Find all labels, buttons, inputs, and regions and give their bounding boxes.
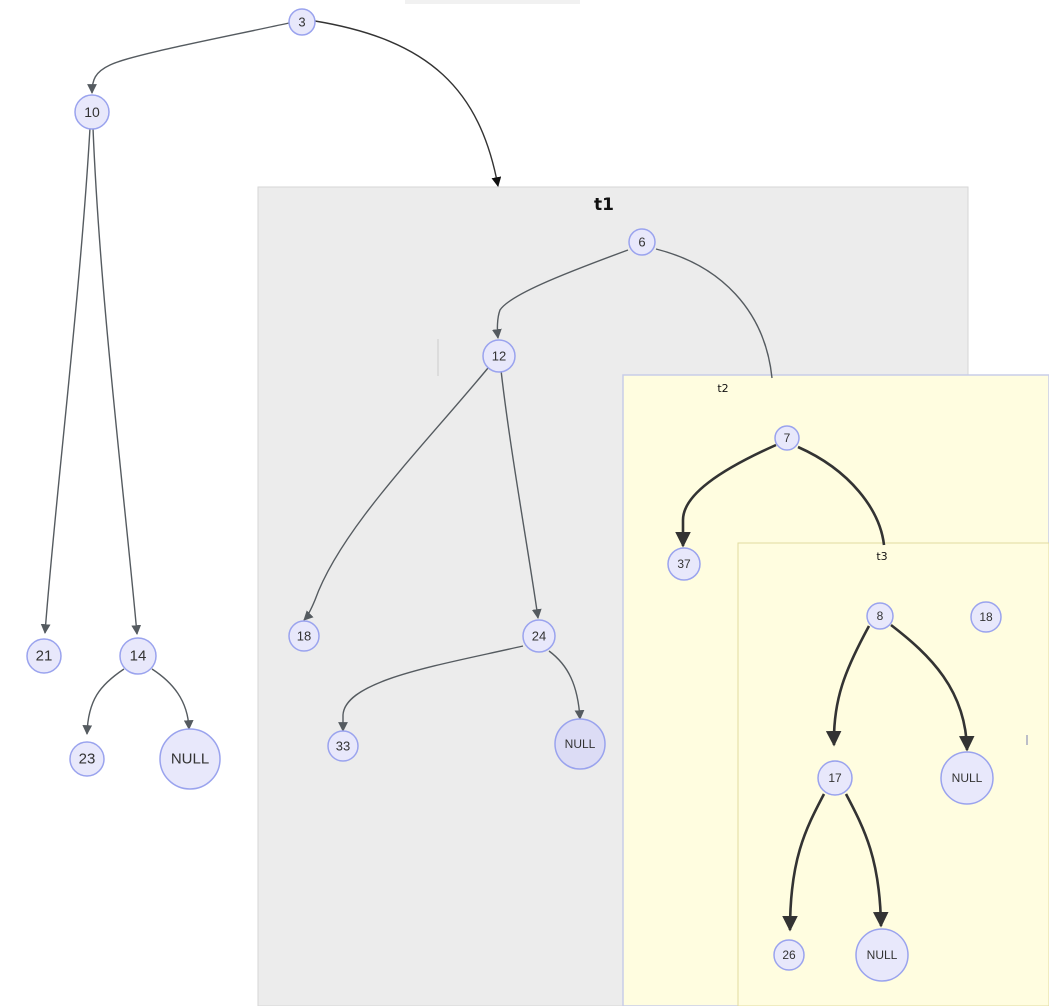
edge-10-21 — [40, 127, 91, 634]
node-18-t1-label: 18 — [297, 629, 311, 644]
edge-7-t3 — [797, 445, 886, 546]
node-7-label: 7 — [784, 431, 791, 445]
node-null-2: NULL — [554, 718, 606, 770]
node-17: 17 — [817, 760, 853, 796]
cluster-t2-label: t2 — [717, 382, 728, 395]
node-3-label: 3 — [298, 15, 305, 30]
edges-dark — [675, 443, 975, 932]
node-21: 21 — [26, 638, 62, 674]
edge-24-33 — [338, 645, 524, 732]
node-23-label: 23 — [79, 751, 96, 768]
edge-14-23 — [82, 668, 125, 735]
node-18-t3-label: 18 — [979, 610, 993, 624]
node-18-t3: 18 — [970, 601, 1002, 633]
edge-17-26 — [782, 793, 826, 932]
edge-8-17 — [825, 625, 871, 747]
node-10-label: 10 — [84, 104, 100, 120]
node-26-label: 26 — [782, 948, 796, 962]
edge-7-37 — [675, 443, 777, 548]
node-14-label: 14 — [130, 648, 147, 665]
node-12-label: 12 — [492, 349, 506, 364]
edge-14-null1 — [151, 668, 194, 730]
node-null-3: NULL — [940, 751, 994, 805]
cluster-t1-label: t1 — [594, 195, 614, 215]
node-8-label: 8 — [877, 609, 884, 623]
node-37: 37 — [667, 547, 701, 581]
nodes: 3 10 21 14 23 NULL 6 12 — [26, 8, 1002, 982]
top-shadow-strip — [405, 0, 580, 4]
node-12: 12 — [482, 339, 516, 373]
node-17-label: 17 — [828, 771, 842, 785]
edge-24-null2 — [548, 650, 585, 720]
edge-6-t2 — [655, 248, 773, 379]
node-10: 10 — [74, 94, 110, 130]
node-33-label: 33 — [336, 739, 350, 754]
node-6-label: 6 — [638, 235, 645, 250]
node-33: 33 — [327, 730, 359, 762]
node-null-2-label: NULL — [565, 737, 596, 751]
node-24-label: 24 — [532, 629, 546, 644]
node-7: 7 — [774, 425, 800, 451]
node-26: 26 — [773, 939, 805, 971]
node-3: 3 — [288, 8, 316, 36]
edge-8-null3 — [890, 623, 975, 752]
edge-12-18 — [303, 367, 489, 621]
node-null-4-label: NULL — [867, 948, 898, 962]
edges-gray — [40, 22, 773, 735]
edge-3-10 — [87, 22, 290, 94]
node-null-1: NULL — [159, 728, 221, 790]
node-null-1-label: NULL — [171, 751, 209, 768]
node-21-label: 21 — [36, 648, 53, 665]
node-14: 14 — [119, 637, 157, 675]
node-null-3-label: NULL — [952, 771, 983, 785]
edge-10-14 — [92, 127, 142, 635]
node-8: 8 — [866, 602, 894, 630]
node-23: 23 — [69, 741, 105, 777]
edge-12-24 — [500, 369, 542, 619]
node-6: 6 — [628, 228, 656, 256]
node-18-t1: 18 — [288, 620, 320, 652]
node-37-label: 37 — [677, 557, 691, 571]
edge-3-t1 — [314, 20, 502, 187]
edge-17-null4 — [844, 793, 889, 928]
edge-6-12 — [492, 249, 629, 339]
node-null-4: NULL — [855, 928, 909, 982]
node-24: 24 — [522, 619, 556, 653]
cluster-t3-label: t3 — [876, 550, 887, 563]
